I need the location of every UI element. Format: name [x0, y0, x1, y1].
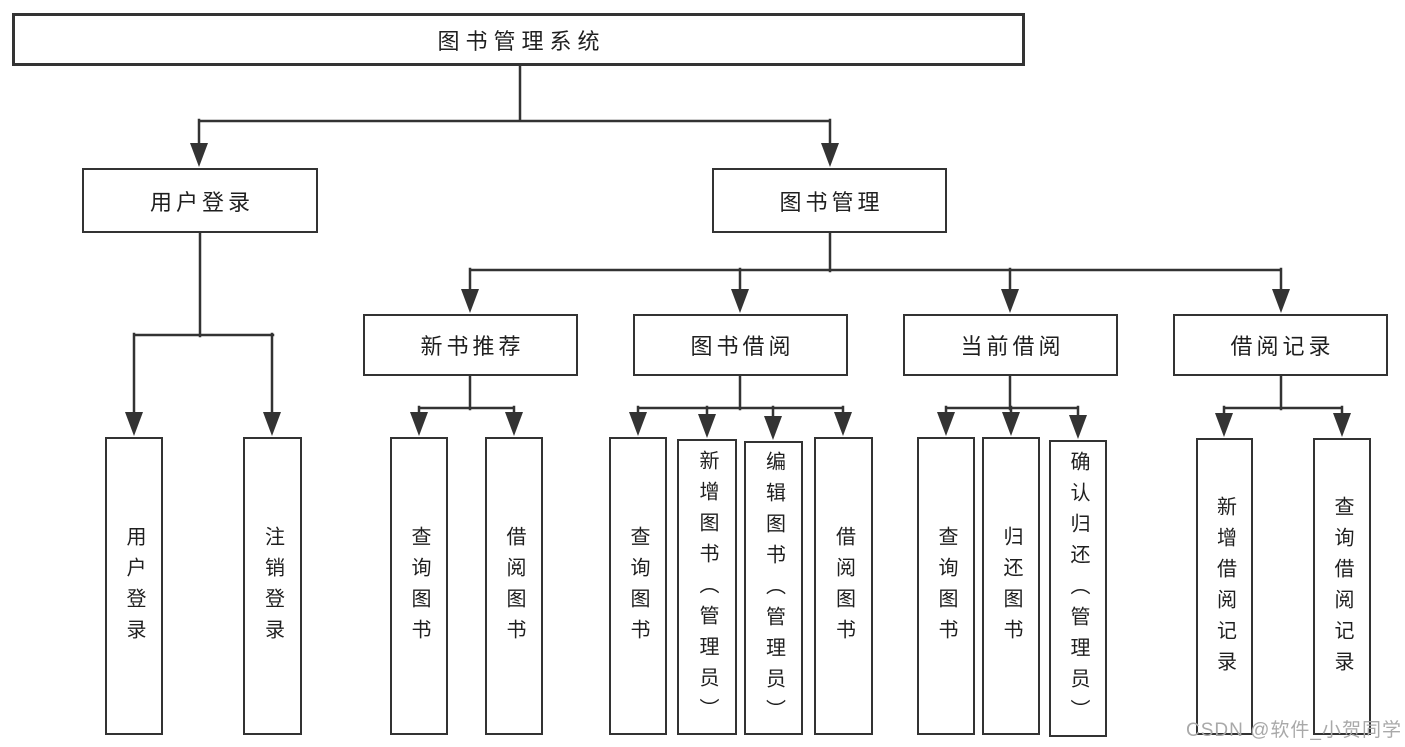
node-current-borrowing: 当前借阅 — [903, 314, 1118, 376]
leaf-query-books-borrowing: 查询图书 — [609, 437, 667, 735]
node-library-management-system: 图书管理系统 — [12, 13, 1025, 66]
leaf-return-books: 归还图书 — [982, 437, 1040, 735]
node-label: 查询图书 — [935, 526, 957, 650]
leaf-add-books-admin: 新增图书（管理员） — [677, 439, 737, 735]
node-label: 编辑图书（管理员） — [762, 450, 785, 730]
node-label: 注销登录 — [261, 526, 284, 650]
leaf-borrow-books-borrowing: 借阅图书 — [814, 437, 873, 735]
node-label: 确认归还（管理员） — [1067, 451, 1089, 730]
node-borrowing-records: 借阅记录 — [1173, 314, 1388, 376]
leaf-borrow-books-recommend: 借阅图书 — [485, 437, 543, 735]
node-label: 用户登录 — [123, 526, 145, 650]
leaf-add-borrow-record: 新增借阅记录 — [1196, 438, 1253, 735]
leaf-query-books-current: 查询图书 — [917, 437, 975, 735]
leaf-logout: 注销登录 — [243, 437, 302, 735]
leaf-user-login: 用户登录 — [105, 437, 163, 735]
node-book-management: 图书管理 — [712, 168, 947, 233]
node-label: 借阅图书 — [503, 526, 525, 650]
node-label: 用户登录 — [149, 189, 254, 215]
node-label: 查询借阅记录 — [1331, 495, 1353, 682]
node-label: 图书管理系统 — [437, 28, 606, 54]
node-label: 借阅记录 — [1230, 334, 1335, 359]
node-label: 借阅图书 — [832, 526, 855, 650]
node-label: 图书借阅 — [690, 334, 795, 359]
arrowheads — [125, 143, 1351, 440]
node-label: 查询图书 — [408, 526, 430, 650]
leaf-query-books-recommend: 查询图书 — [390, 437, 448, 735]
node-user-login: 用户登录 — [82, 168, 318, 233]
node-label: 新增借阅记录 — [1213, 495, 1236, 682]
leaf-edit-books-admin: 编辑图书（管理员） — [744, 441, 803, 735]
node-label: 查询图书 — [627, 526, 649, 650]
node-label: 归还图书 — [1000, 526, 1022, 650]
watermark-csdn: CSDN @软件_小贺同学 — [1186, 720, 1402, 741]
node-label: 新书推荐 — [420, 334, 525, 359]
leaf-confirm-return-admin: 确认归还（管理员） — [1049, 440, 1107, 737]
node-label: 当前借阅 — [960, 334, 1065, 359]
node-new-book-recommend: 新书推荐 — [363, 314, 578, 376]
node-label: 新增图书（管理员） — [696, 449, 718, 729]
node-label: 图书管理 — [779, 189, 884, 215]
node-book-borrowing: 图书借阅 — [633, 314, 848, 376]
leaf-query-borrow-record: 查询借阅记录 — [1313, 438, 1371, 735]
